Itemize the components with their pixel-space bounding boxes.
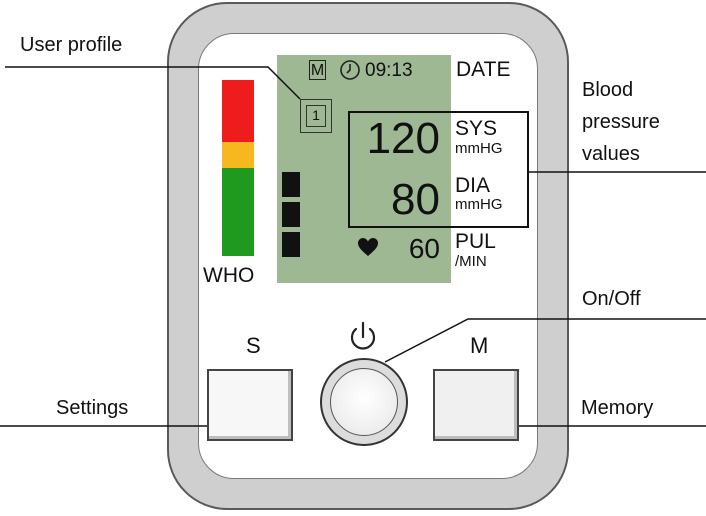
clock-time: 09:13 bbox=[365, 60, 413, 81]
sys-label: SYS bbox=[455, 117, 498, 140]
memory-mode-indicator: M bbox=[309, 60, 326, 80]
clock-icon bbox=[340, 60, 360, 80]
diastolic-value: 80 bbox=[391, 175, 440, 224]
callout-blood-pressure-line2: pressure bbox=[582, 111, 660, 133]
callout-on-off: On/Off bbox=[582, 288, 641, 310]
date-label: DATE bbox=[456, 58, 511, 81]
user-profile-indicator: 1 bbox=[306, 105, 326, 127]
pressure-level-segment bbox=[282, 172, 300, 197]
pressure-level-segment bbox=[282, 202, 300, 227]
power-icon bbox=[350, 321, 376, 350]
pressure-level-segment bbox=[282, 232, 300, 257]
heart-icon bbox=[358, 238, 378, 256]
callout-settings: Settings bbox=[56, 397, 129, 419]
who-label: WHO bbox=[203, 264, 255, 287]
callout-blood-pressure-line1: Blood bbox=[582, 79, 634, 101]
sys-unit: mmHG bbox=[455, 140, 503, 157]
memory-button[interactable] bbox=[433, 369, 519, 441]
pul-unit: /MIN bbox=[455, 253, 487, 270]
settings-button[interactable] bbox=[207, 369, 293, 441]
user-profile-frame bbox=[300, 99, 332, 133]
dia-label: DIA bbox=[455, 174, 491, 197]
memory-button-letter: M bbox=[470, 333, 489, 358]
callout-blood-pressure-line3: values bbox=[582, 143, 640, 165]
who-bar-green bbox=[222, 168, 254, 256]
callout-memory: Memory bbox=[581, 397, 654, 419]
who-bar-red bbox=[222, 80, 254, 142]
power-button-face[interactable] bbox=[330, 368, 398, 436]
blood-pressure-highlight-box bbox=[348, 111, 529, 228]
who-bar-yellow bbox=[222, 142, 254, 168]
pulse-value: 60 bbox=[408, 233, 440, 264]
callout-user-profile: User profile bbox=[20, 34, 123, 56]
settings-button-letter: S bbox=[246, 333, 261, 358]
dia-unit: mmHG bbox=[455, 196, 503, 213]
systolic-value: 120 bbox=[366, 114, 440, 163]
pul-label: PUL bbox=[455, 230, 496, 253]
